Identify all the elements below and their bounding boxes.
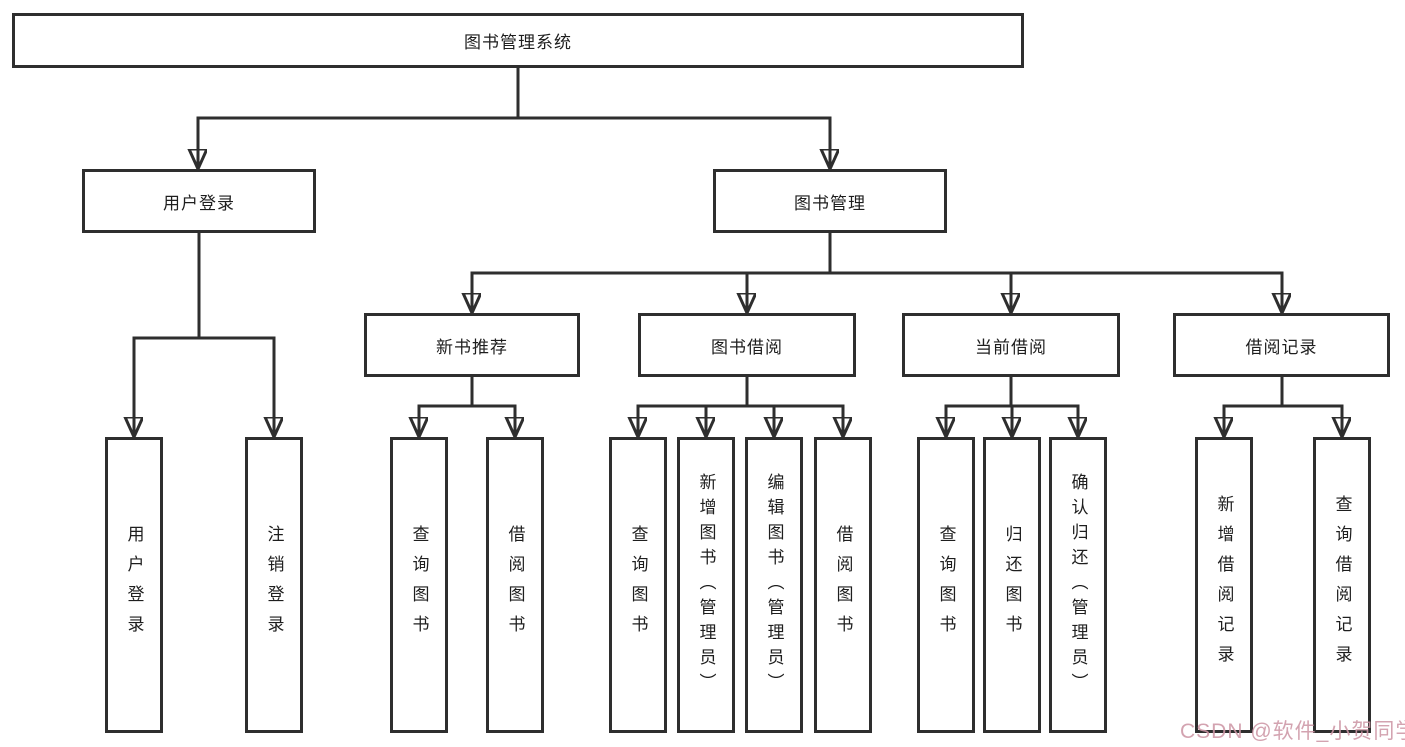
node-user-login: 用户登录 <box>82 169 316 233</box>
leaf-return-book: 归还图书 <box>983 437 1041 733</box>
leaf-return-book-label: 归还图书 <box>1002 525 1022 645</box>
leaf-logout: 注销登录 <box>245 437 303 733</box>
leaf-user-login-label: 用户登录 <box>124 525 144 645</box>
leaf-logout-label: 注销登录 <box>264 525 284 645</box>
leaf-add-borrow-record-label: 新增借阅记录 <box>1214 495 1234 675</box>
leaf-query-borrow-record: 查询借阅记录 <box>1313 437 1371 733</box>
node-current-borrowing: 当前借阅 <box>902 313 1120 377</box>
leaf-user-login: 用户登录 <box>105 437 163 733</box>
leaf-add-borrow-record: 新增借阅记录 <box>1195 437 1253 733</box>
leaf-query-borrow-record-label: 查询借阅记录 <box>1332 495 1352 675</box>
node-borrow-records: 借阅记录 <box>1173 313 1390 377</box>
node-system-root: 图书管理系统 <box>12 13 1024 68</box>
node-book-borrowing: 图书借阅 <box>638 313 856 377</box>
leaf-confirm-return-admin: 确认归还（管理员） <box>1049 437 1107 733</box>
leaf-current-query-books-label: 查询图书 <box>936 525 956 645</box>
leaf-recommend-borrow-books: 借阅图书 <box>486 437 544 733</box>
csdn-watermark: CSDN @软件_小贺同学 <box>1180 720 1405 743</box>
leaf-borrowing-borrow-books-label: 借阅图书 <box>833 525 853 645</box>
node-new-book-recommend-label: 新书推荐 <box>436 337 508 357</box>
leaf-recommend-query-books: 查询图书 <box>390 437 448 733</box>
leaf-borrowing-borrow-books: 借阅图书 <box>814 437 872 733</box>
node-system-root-label: 图书管理系统 <box>464 33 572 52</box>
leaf-recommend-query-books-label: 查询图书 <box>409 525 429 645</box>
node-user-login-label: 用户登录 <box>163 193 235 213</box>
node-borrow-records-label: 借阅记录 <box>1245 337 1318 357</box>
leaf-borrowing-query-books-label: 查询图书 <box>628 525 648 645</box>
leaf-edit-book-admin: 编辑图书（管理员） <box>745 437 803 733</box>
node-book-management: 图书管理 <box>713 169 947 233</box>
leaf-add-book-admin: 新增图书（管理员） <box>677 437 735 733</box>
leaf-recommend-borrow-books-label: 借阅图书 <box>505 525 525 645</box>
node-new-book-recommend: 新书推荐 <box>364 313 580 377</box>
leaf-current-query-books: 查询图书 <box>917 437 975 733</box>
node-book-management-label: 图书管理 <box>794 193 866 213</box>
node-book-borrowing-label: 图书借阅 <box>711 337 783 357</box>
node-current-borrowing-label: 当前借阅 <box>975 337 1047 357</box>
leaf-borrowing-query-books: 查询图书 <box>609 437 667 733</box>
leaf-edit-book-admin-label: 编辑图书（管理员） <box>764 472 784 698</box>
leaf-confirm-return-admin-label: 确认归还（管理员） <box>1068 472 1088 698</box>
leaf-add-book-admin-label: 新增图书（管理员） <box>696 472 716 698</box>
